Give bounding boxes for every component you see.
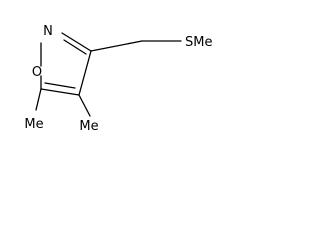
bond-c3-c4 — [78, 50, 92, 96]
atom-label-sme: SMe — [185, 35, 212, 50]
bond-c4-c5-double — [44, 82, 76, 89]
bond-n2-c3-double — [63, 39, 87, 55]
atom-label-methyl-c5: Me — [24, 117, 43, 132]
atom-label-methyl-c4: Me — [79, 119, 98, 134]
structure-canvas: N O SMe Me Me — [24, 24, 212, 134]
atom-label-nitrogen: N — [43, 24, 53, 39]
bond-c3-ch2 — [90, 40, 143, 52]
atom-label-oxygen: O — [32, 65, 42, 80]
bond-c4-c5 — [40, 88, 80, 96]
bond-c5-methyl — [35, 88, 42, 111]
bond-n2-c3 — [61, 32, 92, 52]
chemical-structure-diagram: N O SMe Me Me — [24, 24, 212, 134]
bond-c4-methyl — [78, 94, 91, 117]
